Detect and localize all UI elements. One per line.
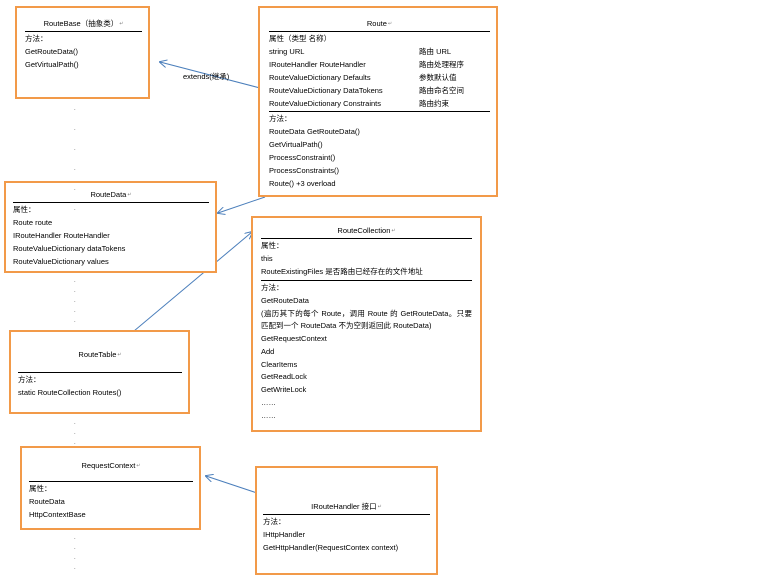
routedata-box: RouteData↵ 属性： Route route IRouteHandler… bbox=[4, 181, 217, 273]
requestcontext-line: 属性： bbox=[29, 484, 52, 493]
routecollection-method: GetRequestContext bbox=[261, 333, 327, 343]
route-method: Route() +3 overload bbox=[269, 178, 336, 188]
routecollection-existing-files: RouteExistingFiles 是否路由已经存在的文件地址 bbox=[261, 266, 423, 276]
routecollection-method: Add bbox=[261, 346, 275, 356]
route-method: ProcessConstraint() bbox=[269, 153, 336, 163]
paragraph-marks: ... bbox=[74, 420, 76, 446]
routecollection-box: RouteCollection↵ 属性： this RouteExistingF… bbox=[251, 216, 482, 432]
routedata-line: 属性： bbox=[13, 205, 36, 214]
routecollection-method: …… bbox=[261, 398, 276, 408]
route-title: Route↵ bbox=[366, 19, 393, 28]
iroutehandler-line: 方法： bbox=[263, 517, 286, 526]
routecollection-prop: this bbox=[261, 253, 273, 263]
routecollection-divider bbox=[261, 238, 472, 239]
routetable-title: RouteTable↵ bbox=[78, 350, 122, 359]
route-methods-header: 方法： bbox=[269, 114, 292, 124]
routecollection-getroutedata-description: (遍历其下的每个 Route，调用 Route 的 GetRouteData。只… bbox=[261, 308, 472, 331]
routecollection-title: RouteCollection↵ bbox=[337, 226, 396, 235]
routecollection-method: ClearItems bbox=[261, 359, 298, 369]
routebase-line: GetVirtualPath() bbox=[25, 59, 79, 69]
routebase-line: 方法： bbox=[25, 34, 48, 43]
paragraph-marks: .... bbox=[74, 535, 76, 571]
routecollection-methods-header: 方法： bbox=[261, 282, 284, 292]
routetable-box: RouteTable↵ 方法： static RouteCollection R… bbox=[9, 330, 190, 414]
requestcontext-box: RequestContext↵ 属性： RouteData HttpContex… bbox=[20, 446, 201, 530]
routecollection-method: GetWriteLock bbox=[261, 385, 307, 395]
routedata-line: Route route bbox=[13, 217, 53, 227]
route-divider bbox=[269, 31, 490, 32]
route-method: GetVirtualPath() bbox=[269, 140, 323, 150]
routedata-title: RouteData↵ bbox=[90, 190, 132, 199]
routedata-line: IRouteHandler RouteHandler bbox=[13, 230, 110, 240]
routecollection-method: …… bbox=[261, 411, 276, 421]
route-method: ProcessConstraints() bbox=[269, 166, 340, 176]
routebase-box: RouteBase（抽象类）↵ 方法： GetRouteData() GetVi… bbox=[15, 6, 150, 99]
routedata-line: RouteValueDictionary values bbox=[13, 256, 109, 266]
routebase-line: GetRouteData() bbox=[25, 46, 78, 56]
requestcontext-divider bbox=[29, 481, 193, 482]
routecollection-props-header: 属性： bbox=[261, 241, 284, 250]
requestcontext-title: RequestContext↵ bbox=[81, 461, 141, 470]
route-to-routedata-arrow bbox=[218, 196, 266, 213]
routebase-divider bbox=[25, 31, 142, 32]
routebase-title: RouteBase（抽象类）↵ bbox=[43, 19, 124, 28]
iroutehandler-box: IRouteHandler 接口↵ 方法： IHttpHandler GetHt… bbox=[255, 466, 438, 575]
routedata-divider bbox=[13, 202, 209, 203]
routecollection-divider bbox=[261, 279, 472, 281]
routedata-line: RouteValueDictionary dataTokens bbox=[13, 243, 126, 253]
route-props-header: 属性（类型 名称） bbox=[269, 34, 332, 43]
route-method: RouteData GetRouteData() bbox=[269, 127, 360, 137]
routetable-line: 方法： bbox=[18, 375, 41, 384]
iroutehandler-line: IHttpHandler bbox=[263, 529, 306, 539]
iroutehandler-line: GetHttpHandler(RequestContex context) bbox=[263, 542, 399, 552]
paragraph-marks: ..... bbox=[74, 278, 76, 324]
iroutehandler-title: IRouteHandler 接口↵ bbox=[311, 502, 382, 511]
extends-label: extends(继承) bbox=[183, 72, 230, 81]
routecollection-method: GetReadLock bbox=[261, 372, 307, 382]
routetable-divider bbox=[18, 372, 182, 373]
routecollection-method: GetRouteData bbox=[261, 295, 309, 305]
paragraph-marks: ...... bbox=[74, 106, 76, 212]
iroutehandler-divider bbox=[263, 514, 430, 515]
route-divider bbox=[269, 111, 490, 113]
requestcontext-line: HttpContextBase bbox=[29, 509, 86, 519]
routetable-line: static RouteCollection Routes() bbox=[18, 387, 122, 397]
requestcontext-line: RouteData bbox=[29, 496, 65, 506]
